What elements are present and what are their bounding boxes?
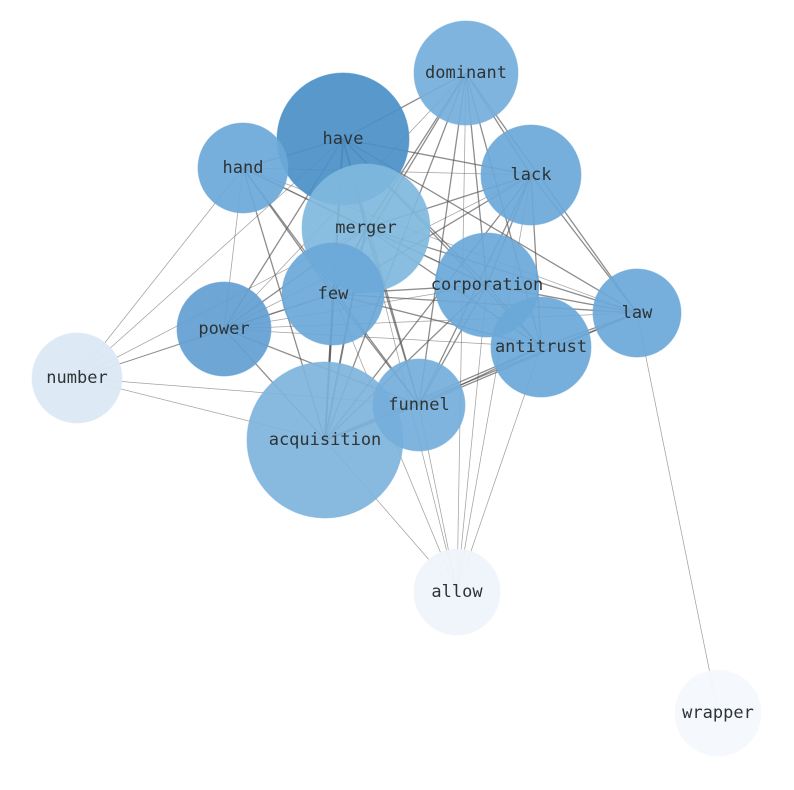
graph-node-label-wrapper: wrapper [682, 703, 754, 723]
graph-node-label-few: few [318, 284, 349, 304]
graph-node-law[interactable] [592, 268, 682, 358]
graph-node-label-power: power [198, 319, 249, 339]
graph-node-number[interactable] [31, 332, 123, 424]
graph-node-label-number: number [46, 368, 107, 388]
graph-node-funnel[interactable] [372, 358, 466, 452]
graph-node-few[interactable] [281, 242, 385, 346]
graph-node-wrapper[interactable] [674, 669, 762, 757]
graph-node-label-hand: hand [223, 158, 264, 178]
graph-node-label-lack: lack [511, 165, 552, 185]
graph-node-label-merger: merger [335, 218, 396, 238]
graph-node-label-antitrust: antitrust [495, 337, 587, 357]
graph-edge [456, 72, 467, 593]
graph-node-hand[interactable] [197, 122, 289, 214]
graph-node-label-dominant: dominant [425, 63, 507, 83]
graph-edge [223, 328, 542, 348]
graph-node-label-corporation: corporation [431, 275, 544, 295]
graph-node-lack[interactable] [480, 124, 582, 226]
label-layer: have merger acquisition few dominant lack hand… [46, 63, 754, 723]
graph-edge [418, 72, 467, 406]
graph-node-label-law: law [622, 303, 653, 323]
graph-node-dominant[interactable] [413, 20, 519, 126]
graph-node-allow[interactable] [413, 548, 501, 636]
graph-node-label-allow: allow [431, 582, 483, 602]
graph-node-label-acquisition: acquisition [269, 430, 382, 450]
graph-node-label-funnel: funnel [388, 395, 449, 415]
graph-node-antitrust[interactable] [490, 296, 592, 398]
graph-node-label-have: have [323, 129, 364, 149]
node-layer [31, 20, 762, 757]
graph-node-power[interactable] [176, 281, 272, 377]
graph-edge [636, 312, 719, 714]
